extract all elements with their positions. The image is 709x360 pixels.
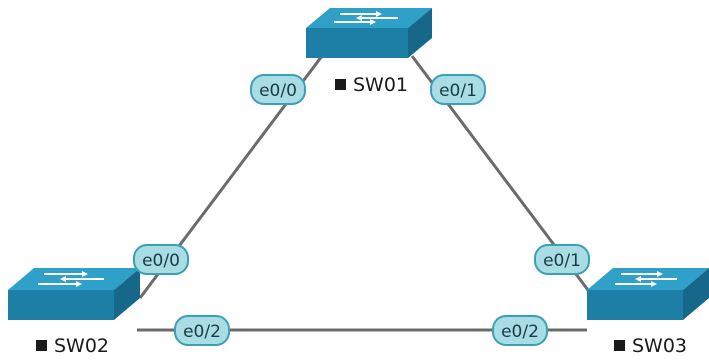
port-label-sw03-e0-1: e0/1	[534, 244, 590, 275]
switch-sw02[interactable]	[8, 268, 140, 320]
port-label-sw03-e0-2: e0/2	[492, 315, 548, 346]
switch-arrows-icon	[615, 271, 677, 287]
port-label-text: e0/0	[142, 251, 180, 271]
port-label-sw02-e0-2: e0/2	[174, 315, 230, 346]
switch-sw01[interactable]	[306, 8, 432, 58]
port-pill	[534, 244, 590, 275]
node-label-sw01: SW01	[335, 74, 408, 96]
node-label-text: SW02	[54, 335, 109, 357]
port-pill	[250, 74, 306, 105]
switch-front-face	[587, 290, 683, 320]
port-label-text: e0/0	[259, 81, 297, 101]
port-pill	[174, 315, 230, 346]
port-pill	[133, 244, 189, 275]
node-label-sw02: SW02	[36, 335, 109, 357]
port-label-sw01-e0-0: e0/0	[250, 74, 306, 105]
node-label-sw03: SW03	[614, 335, 687, 357]
port-pill	[492, 315, 548, 346]
status-square-icon	[335, 79, 346, 90]
port-label-text: e0/1	[543, 251, 581, 271]
switch-arrows-icon	[334, 11, 398, 25]
port-pill	[430, 74, 486, 105]
node-label-text: SW01	[353, 74, 408, 96]
node-label-text: SW03	[632, 335, 687, 357]
switch-front-face	[306, 28, 408, 58]
switch-arrows-icon	[38, 271, 104, 287]
switch-side-face	[683, 268, 709, 320]
switch-side-face	[114, 268, 140, 320]
port-label-text: e0/2	[183, 322, 221, 342]
status-square-icon	[614, 340, 625, 351]
port-label-text: e0/2	[501, 322, 539, 342]
status-square-icon	[36, 340, 47, 351]
switch-side-face	[408, 8, 432, 58]
port-label-sw01-e0-1: e0/1	[430, 74, 486, 105]
switch-front-face	[8, 290, 114, 320]
switch-sw03[interactable]	[587, 268, 709, 320]
port-label-sw02-e0-0: e0/0	[133, 244, 189, 275]
port-label-text: e0/1	[439, 81, 477, 101]
